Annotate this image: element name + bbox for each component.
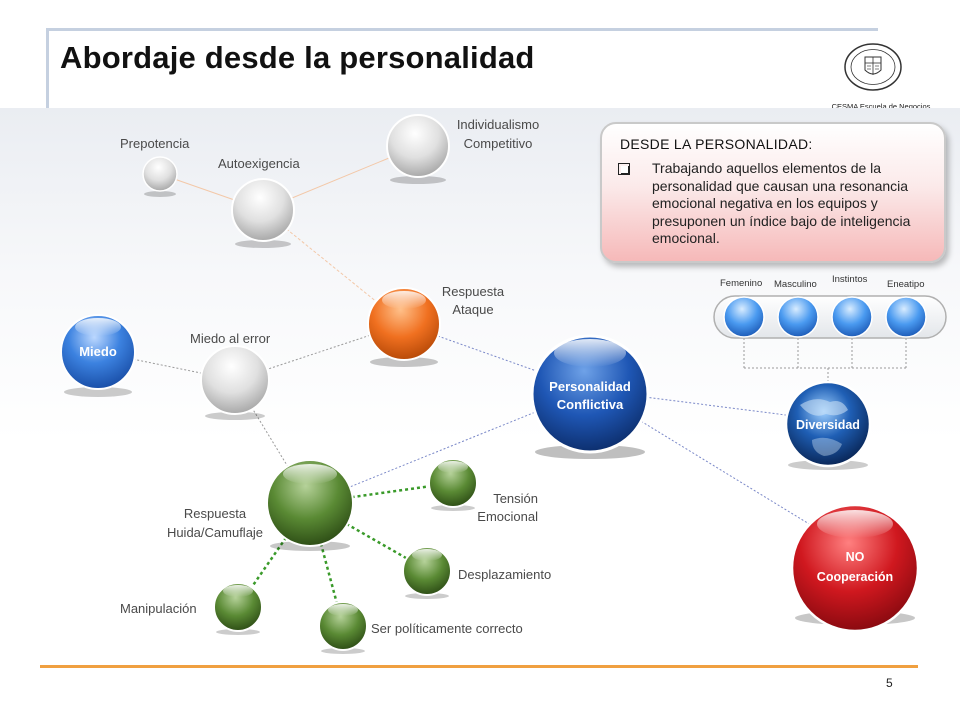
node-tension-emocional bbox=[428, 458, 478, 511]
node-personalidad-conflictiva bbox=[530, 334, 650, 459]
label-diversidad: Diversidad bbox=[796, 418, 860, 432]
label-huida-line2: Huida/Camuflaje bbox=[166, 525, 264, 540]
node-respuesta-ataque bbox=[367, 287, 441, 367]
node-respuesta-huida bbox=[266, 459, 354, 551]
label-no-cooperacion-line1: NO bbox=[845, 550, 865, 564]
node-desplazamiento bbox=[402, 546, 452, 599]
diversity-panel bbox=[713, 295, 947, 339]
label-tension-line2: Emocional bbox=[477, 509, 538, 524]
label-personalidad-line1: Personalidad bbox=[549, 379, 631, 394]
page-number: 5 bbox=[886, 676, 893, 690]
label-instintos: Instintos bbox=[832, 274, 868, 285]
page-title: Abordaje desde la personalidad bbox=[60, 40, 535, 75]
label-autoexigencia: Autoexigencia bbox=[218, 156, 300, 171]
label-masculino: Masculino bbox=[774, 279, 817, 290]
callout-heading: DESDE LA PERSONALIDAD: bbox=[620, 136, 813, 152]
node-autoexigencia bbox=[231, 178, 295, 248]
label-no-cooperacion-line2: Cooperación bbox=[816, 570, 894, 584]
checkbox-bullet-icon bbox=[618, 163, 630, 175]
label-respuesta-ataque-line2: Ataque bbox=[452, 302, 494, 317]
callout-box: DESDE LA PERSONALIDAD: Trabajando aquell… bbox=[600, 122, 946, 263]
node-no-cooperacion bbox=[790, 503, 920, 633]
label-individualismo-line2: Competitivo bbox=[463, 136, 533, 151]
label-miedo: Miedo bbox=[79, 344, 117, 359]
title-frame-top bbox=[48, 28, 878, 31]
node-miedo-al-error bbox=[200, 345, 270, 420]
title-frame-left bbox=[46, 28, 49, 108]
label-huida-line1: Respuesta bbox=[183, 506, 247, 521]
label-eneatipo: Eneatipo bbox=[887, 279, 925, 290]
callout-body: Trabajando aquellos elementos de la pers… bbox=[652, 160, 911, 246]
node-politicamente-correcto bbox=[318, 601, 368, 654]
label-politicamente-correcto: Ser políticamente correcto bbox=[371, 621, 523, 636]
label-individualismo-line1: Individualismo bbox=[456, 117, 540, 132]
node-diversidad bbox=[784, 380, 872, 470]
label-manipulacion: Manipulación bbox=[120, 601, 197, 616]
node-individualismo bbox=[386, 114, 450, 184]
node-manipulacion bbox=[213, 582, 263, 635]
footer-rule bbox=[40, 665, 918, 668]
node-prepotencia bbox=[142, 156, 178, 197]
label-prepotencia: Prepotencia bbox=[120, 136, 190, 151]
logo-caption: CESMA Escuela de Negocios bbox=[831, 102, 931, 111]
label-personalidad-line2: Conflictiva bbox=[556, 397, 624, 412]
cesma-logo bbox=[844, 43, 902, 91]
label-miedo-al-error: Miedo al error bbox=[190, 331, 271, 346]
label-femenino: Femenino bbox=[720, 278, 763, 289]
label-tension-line1: Tensión bbox=[493, 491, 538, 506]
label-desplazamiento: Desplazamiento bbox=[458, 567, 552, 582]
label-respuesta-ataque-line1: Respuesta bbox=[441, 284, 505, 299]
node-miedo bbox=[60, 314, 136, 397]
